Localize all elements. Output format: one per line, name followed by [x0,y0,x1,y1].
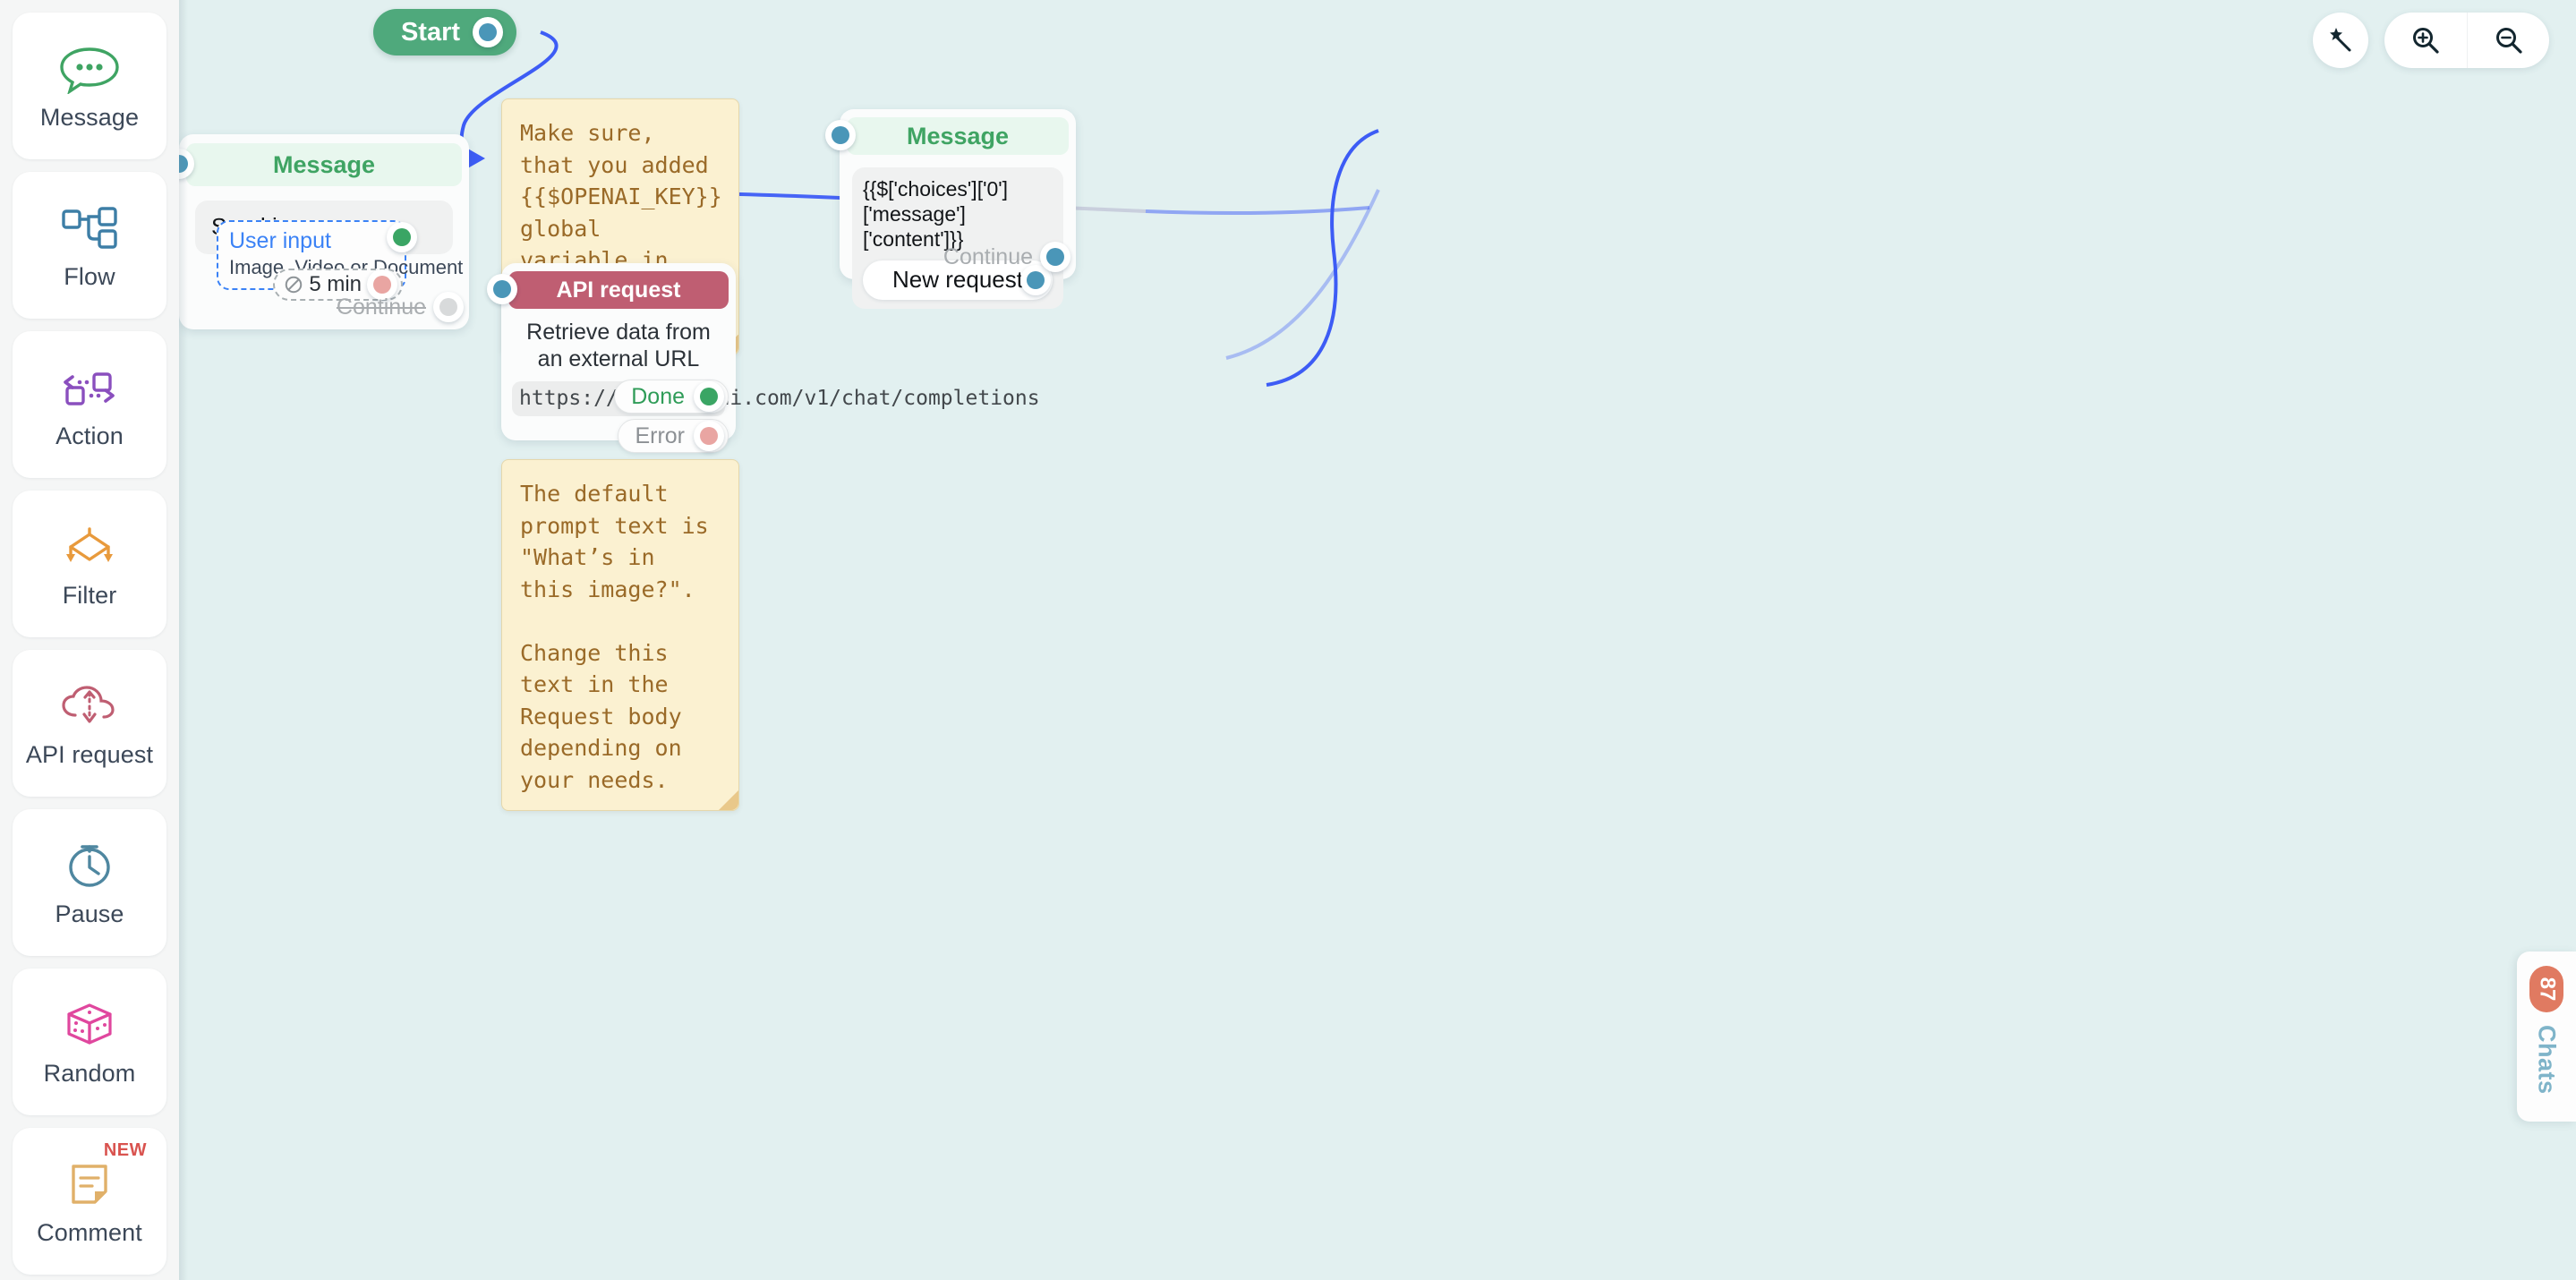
sidebar-item-action[interactable]: Action [13,331,166,478]
sidebar-item-label: Random [43,1059,136,1087]
sidebar-item-random[interactable]: Random [13,969,166,1115]
new-request-port[interactable] [1020,265,1051,296]
sidebar-item-filter[interactable]: Filter [13,491,166,637]
sidebar-item-comment[interactable]: NEW Comment [13,1128,166,1275]
zoom-out-button[interactable] [2467,13,2549,68]
message-node-2-title: Message [847,117,1069,155]
magic-wand-button[interactable] [2313,13,2368,68]
comment-note-icon [56,1156,123,1212]
message-node-title: Message [186,143,462,186]
chats-badge: 87 [2529,966,2563,1012]
magic-wand-icon [2330,28,2351,52]
sidebar-item-label: Pause [55,900,124,927]
user-input-output-port[interactable] [387,222,417,252]
message-node-2-input-port[interactable] [825,120,856,150]
sidebar-item-label: Comment [37,1218,142,1246]
sidebar-item-api-request[interactable]: API request [13,650,166,797]
message-node-2-content[interactable]: {{$['choices']['0']['message']['content'… [852,167,1063,310]
sidebar-item-label: Message [39,103,140,131]
error-label: Error [635,422,685,448]
user-input-timeout-port[interactable] [367,269,397,300]
zoom-controls [2384,13,2549,68]
filter-diamond-icon [56,519,123,575]
chats-tab-label: Chats [2533,1025,2561,1095]
message-node-2-continue-port[interactable] [1040,242,1070,272]
message-node-input-port[interactable] [179,149,194,179]
sidebar-item-flow[interactable]: Flow [13,172,166,319]
zoom-in-icon [2413,28,2439,54]
start-output-port[interactable] [473,17,504,47]
sidebar-item-label: Filter [62,581,117,609]
chat-bubble-icon [56,41,123,97]
new-request-label: New request [892,266,1023,294]
sidebar-item-label: Action [55,422,124,449]
sidebar-item-message[interactable]: Message [13,13,166,159]
dice-icon [56,997,123,1053]
message-node-continue-row[interactable]: Continue [337,292,464,322]
sidebar-item-label: Flow [64,262,115,290]
sticky-note-default-prompt[interactable]: The default prompt text is "What’s in th… [501,459,739,811]
chats-tab[interactable]: 87 Chats [2517,951,2576,1122]
api-node-input-port[interactable] [487,274,517,304]
sidebar-divider [179,0,188,1280]
message-node-2-text: {{$['choices']['0']['message']['content'… [863,177,1009,252]
zoom-out-icon [2495,28,2522,54]
api-node-done-port[interactable] [694,381,724,412]
chats-badge-count: 87 [2534,977,2559,1002]
flow-tree-icon [56,201,123,256]
api-request-node[interactable]: API request Retrieve data from an extern… [487,263,1040,453]
timeout-label: 5 min [309,272,362,296]
user-input-block[interactable]: User input Image, Video or Document 5 mi… [217,220,463,301]
api-node-error-output[interactable]: Error [618,419,729,453]
sidebar-item-pause[interactable]: Pause [13,809,166,956]
no-entry-icon [286,276,303,294]
user-input-timeout-chip[interactable]: 5 min [273,269,403,301]
user-input-title: User input [229,228,331,253]
api-node-description: Retrieve data from an external URL [526,320,711,371]
message-node-2-continue-row[interactable]: Continue [943,242,1070,272]
stopwatch-icon [56,838,123,893]
sidebar-item-label: API request [25,740,154,768]
start-node[interactable]: Start [373,9,516,55]
action-arrows-icon [56,360,123,415]
node-palette-sidebar: Message Flow [0,0,179,1280]
api-node-error-port[interactable] [694,421,724,451]
canvas-toolbar [2313,13,2549,68]
cloud-sync-icon [56,678,123,734]
new-badge: NEW [103,1140,147,1160]
message-node-continue-port[interactable] [433,292,464,322]
new-request-button[interactable]: New request [863,260,1053,301]
start-label: Start [400,17,461,47]
done-label: Done [631,383,685,409]
continue-label: Continue [336,294,426,320]
api-node-done-output[interactable]: Done [614,380,729,414]
continue-label-2: Continue [943,243,1033,269]
message-node[interactable]: Message Send image: User input Image, Vi… [179,134,469,329]
zoom-in-button[interactable] [2384,13,2467,68]
api-node-title: API request [508,271,729,309]
message-node-2[interactable]: Message {{$['choices']['0']['message']['… [825,109,1076,310]
flow-canvas[interactable]: Make sure, that you added {{$OPENAI_KEY}… [179,0,2576,1280]
